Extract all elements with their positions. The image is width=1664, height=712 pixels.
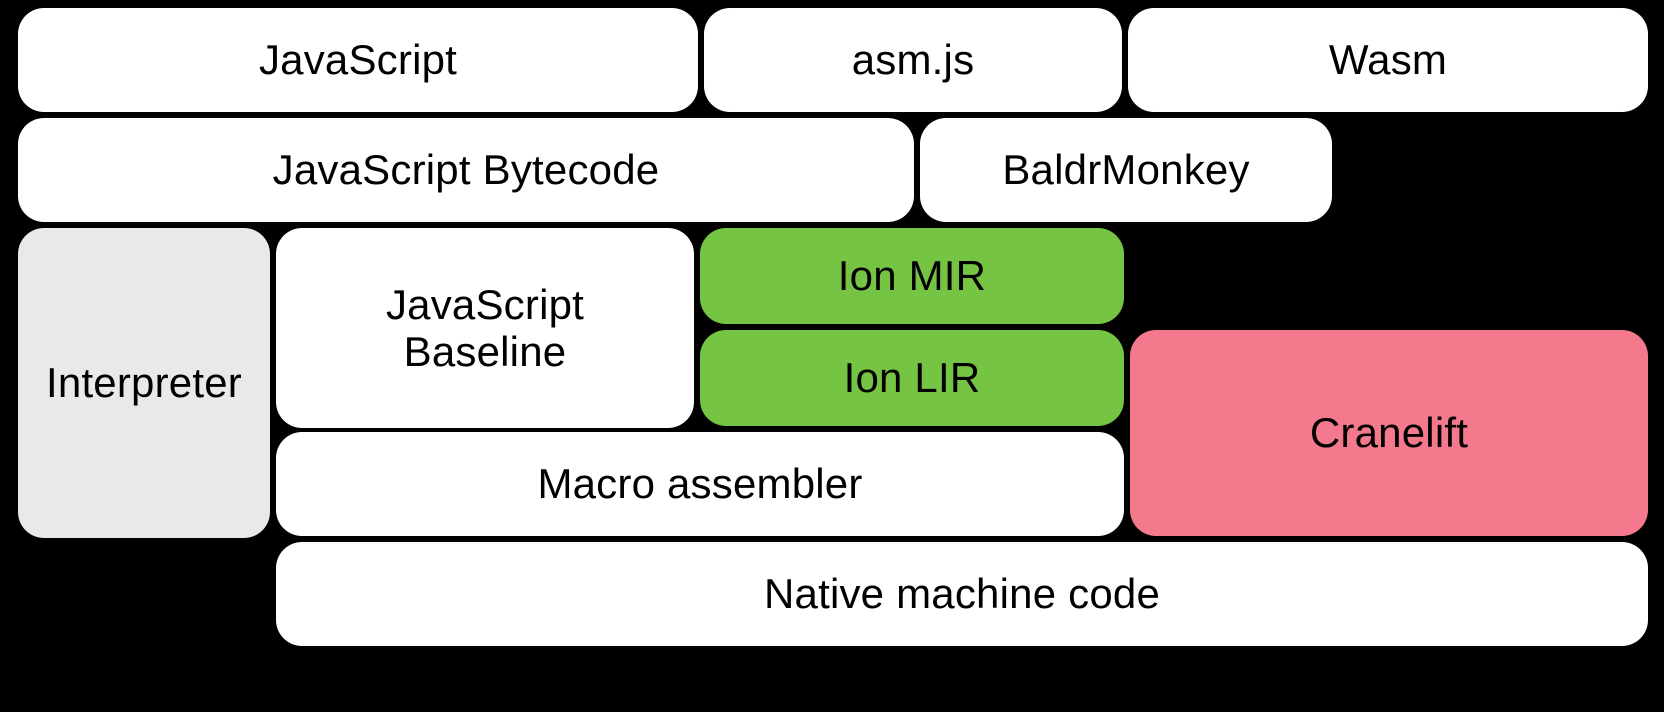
node-baldrmonkey: BaldrMonkey bbox=[920, 118, 1332, 222]
node-ion-lir: Ion LIR bbox=[700, 330, 1124, 426]
node-cranelift: Cranelift bbox=[1130, 330, 1648, 536]
node-javascript-baseline: JavaScript Baseline bbox=[276, 228, 694, 428]
node-native-machine-code: Native machine code bbox=[276, 542, 1648, 646]
node-ion-mir: Ion MIR bbox=[700, 228, 1124, 324]
node-javascript: JavaScript bbox=[18, 8, 698, 112]
node-asm-js: asm.js bbox=[704, 8, 1122, 112]
node-wasm: Wasm bbox=[1128, 8, 1648, 112]
node-javascript-bytecode: JavaScript Bytecode bbox=[18, 118, 914, 222]
node-interpreter: Interpreter bbox=[18, 228, 270, 538]
node-macro-assembler: Macro assembler bbox=[276, 432, 1124, 536]
